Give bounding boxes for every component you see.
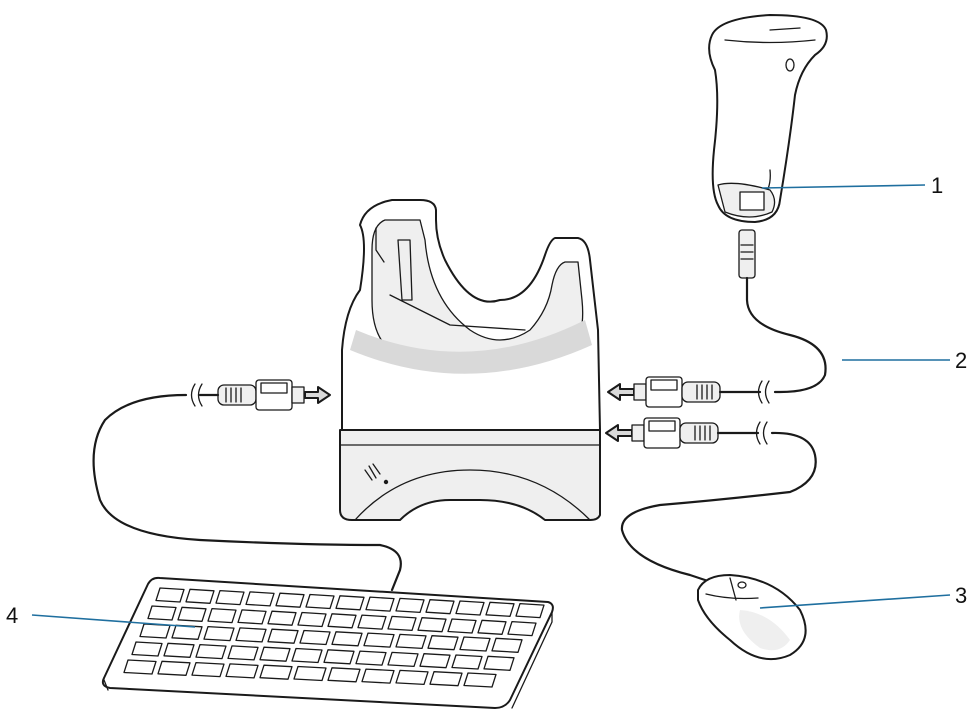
callout-2: 2 xyxy=(842,348,967,373)
barcode-scanner xyxy=(709,15,827,222)
mouse xyxy=(698,575,806,659)
mouse-cable xyxy=(622,433,816,585)
callout-number: 3 xyxy=(955,583,967,608)
callout-1: 1 xyxy=(762,173,943,198)
charging-cradle xyxy=(340,200,600,520)
callout-number: 2 xyxy=(955,348,967,373)
scanner-usb-connector xyxy=(608,377,769,407)
keyboard-usb-connector xyxy=(192,380,331,410)
callout-number: 4 xyxy=(6,603,18,628)
scanner-cable xyxy=(739,230,826,392)
keyboard xyxy=(103,578,553,708)
callout-number: 1 xyxy=(931,173,943,198)
mouse-usb-connector xyxy=(606,418,767,448)
